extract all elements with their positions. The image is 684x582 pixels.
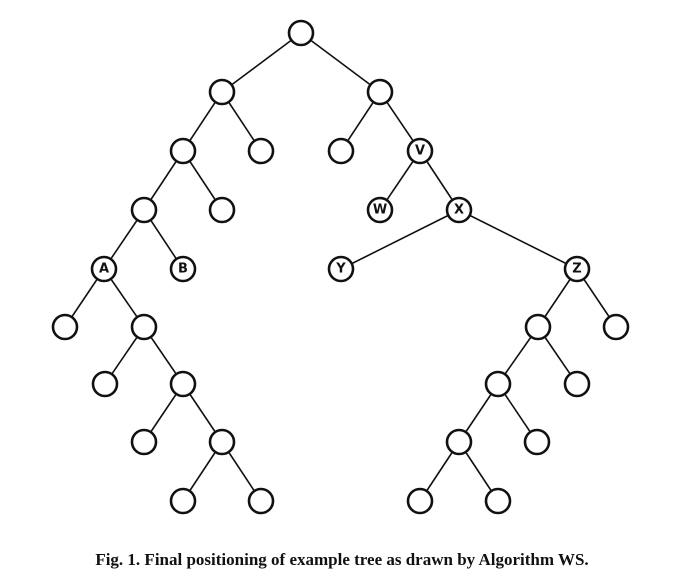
node-label-x: X (454, 203, 464, 218)
tree-edge (300, 32, 381, 93)
tree-nodes (51, 19, 630, 515)
tree-node (366, 78, 394, 106)
tree-node (208, 78, 236, 106)
tree-node-root (287, 19, 315, 47)
node-label-z: Z (572, 262, 581, 277)
node-label-w: W (373, 203, 387, 218)
figure-caption: Fig. 1. Final positioning of example tre… (95, 550, 589, 569)
node-label-y: Y (335, 262, 346, 277)
tree-node (484, 370, 512, 398)
tree-edge (458, 209, 578, 270)
tree-node (169, 487, 197, 515)
tree-node-v (406, 137, 434, 165)
tree-node-b (169, 255, 197, 283)
node-label-v: V (415, 144, 425, 159)
tree-node (208, 196, 236, 224)
tree-node (169, 137, 197, 165)
tree-node (169, 370, 197, 398)
tree-node (406, 487, 434, 515)
tree-node-x (445, 196, 473, 224)
node-label-a: A (99, 262, 109, 277)
tree-node (130, 428, 158, 456)
tree-node (484, 487, 512, 515)
tree-node (51, 313, 79, 341)
tree-diagram: V W X A B Y Z (51, 19, 630, 515)
tree-node (327, 137, 355, 165)
tree-node (247, 137, 275, 165)
tree-node (91, 370, 119, 398)
tree-edge (221, 32, 302, 93)
tree-node-z (563, 255, 591, 283)
tree-edge (340, 209, 460, 270)
tree-node-w (366, 196, 394, 224)
tree-node (247, 487, 275, 515)
tree-node-labels: V W X A B Y Z (99, 144, 582, 277)
tree-node (524, 313, 552, 341)
tree-node (523, 428, 551, 456)
tree-node (208, 428, 236, 456)
tree-node (602, 313, 630, 341)
node-label-b: B (178, 262, 188, 277)
tree-node (445, 428, 473, 456)
tree-node-a (90, 255, 118, 283)
tree-node (563, 370, 591, 398)
tree-node (130, 196, 158, 224)
tree-node (130, 313, 158, 341)
tree-node-y (327, 255, 355, 283)
